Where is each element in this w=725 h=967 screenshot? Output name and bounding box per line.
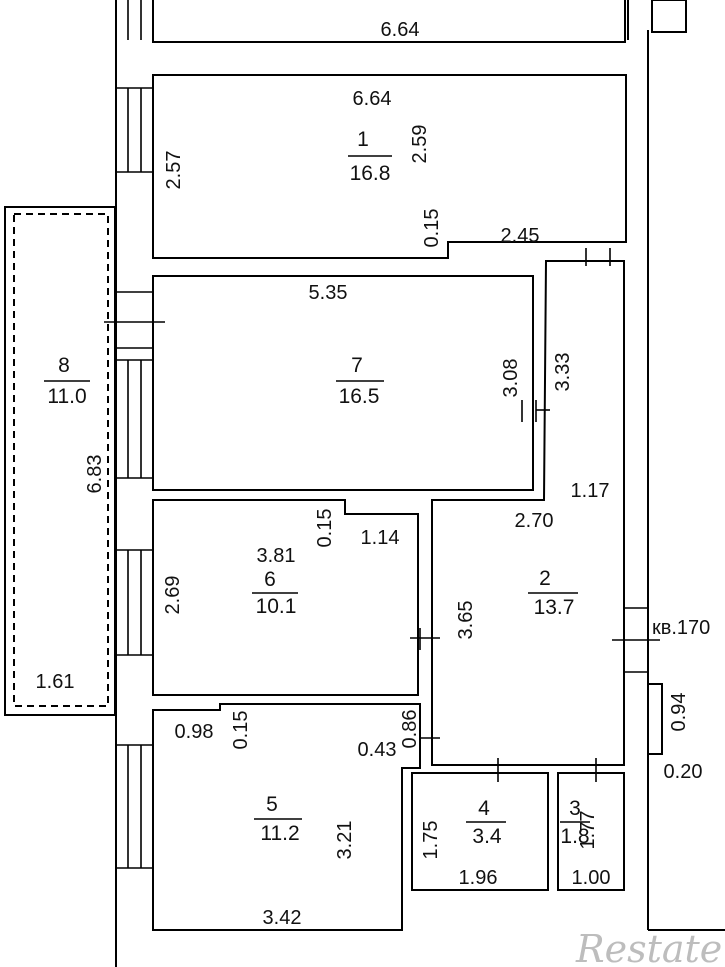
dim-r8-height: 6.83 (84, 455, 106, 494)
window-symbols (104, 0, 165, 869)
dim-wall-gap: 0.20 (664, 761, 703, 783)
room-3-number: 3 (569, 797, 581, 820)
room-top-outline (152, 0, 626, 43)
room-8-inner-outline (13, 213, 109, 707)
room-7-area: 16.5 (339, 385, 380, 408)
room-8-number: 8 (58, 354, 70, 377)
window-top (127, 0, 142, 40)
window-7 (116, 359, 153, 479)
dim-corridor-height: 3.33 (552, 353, 574, 392)
dim-r1-width: 6.64 (353, 88, 392, 110)
room-8-area: 11.0 (47, 385, 86, 408)
window-5 (116, 744, 153, 869)
room-5-outline (152, 703, 421, 931)
room-1-outline (152, 74, 627, 259)
dim-r6-width: 3.81 (257, 545, 296, 567)
room-6-number: 6 (264, 568, 276, 591)
dim-r2-b: 2.70 (515, 510, 554, 532)
dim-r2-a: 1.17 (571, 480, 610, 502)
door-marks (410, 248, 660, 782)
dim-r3-width: 1.00 (572, 867, 611, 889)
room-5-area: 11.2 (260, 822, 299, 845)
dim-r6-step: 0.15 (314, 509, 336, 548)
dim-r5-c: 0.86 (399, 710, 421, 749)
dim-r5-step: 0.15 (230, 711, 252, 750)
room-8-outline (4, 206, 116, 716)
room-2-number: 2 (539, 567, 551, 590)
dim-r7-height: 3.08 (500, 359, 522, 398)
dim-r1-bottom: 2.45 (501, 225, 540, 247)
dim-r5-height: 3.21 (334, 821, 356, 860)
window-6 (116, 549, 153, 656)
room-3-area: 1.8 (560, 825, 589, 848)
room-1-number: 1 (357, 128, 369, 151)
dim-r7-width: 5.35 (309, 282, 348, 304)
room-7-outline (152, 275, 534, 491)
dim-r4-height: 1.75 (420, 821, 442, 860)
room-4-outline (411, 772, 549, 891)
dim-r1-height-left: 2.57 (163, 151, 185, 190)
room-2-outline (431, 260, 625, 766)
dim-door-width: 0.94 (668, 693, 690, 732)
dim-r4-width: 1.96 (459, 867, 498, 889)
dim-r6-top-right: 1.14 (361, 527, 400, 549)
dim-r2-height: 3.65 (455, 601, 477, 640)
room-7-number: 7 (351, 354, 363, 377)
dim-r5-d: 0.43 (358, 739, 397, 761)
room-2-area: 13.7 (534, 596, 575, 619)
window-1 (116, 87, 153, 173)
dim-r6-height: 2.69 (162, 576, 184, 615)
watermark-text: Restate (575, 927, 722, 967)
room-5-number: 5 (266, 793, 278, 816)
apartment-label: кв.170 (652, 617, 710, 639)
dim-top-room-width: 6.64 (381, 19, 420, 41)
balcony-door (104, 291, 165, 349)
room-3-outline (557, 772, 625, 891)
dim-r3-height: 1.77 (577, 811, 599, 850)
room-4-area: 3.4 (472, 825, 502, 848)
room-4-number: 4 (478, 797, 490, 820)
room-6-area: 10.1 (256, 595, 297, 618)
room-6-outline (152, 499, 419, 696)
room-1-area: 16.8 (350, 162, 391, 185)
top-right-fixture (651, 0, 687, 33)
entry-door-panel (647, 683, 663, 755)
dim-r5-width: 3.42 (263, 907, 302, 929)
dim-r8-width: 1.61 (36, 671, 75, 693)
dim-r1-height-right: 2.59 (409, 125, 431, 164)
dim-r1-step: 0.15 (421, 209, 443, 248)
dim-r5-a: 0.98 (175, 721, 214, 743)
